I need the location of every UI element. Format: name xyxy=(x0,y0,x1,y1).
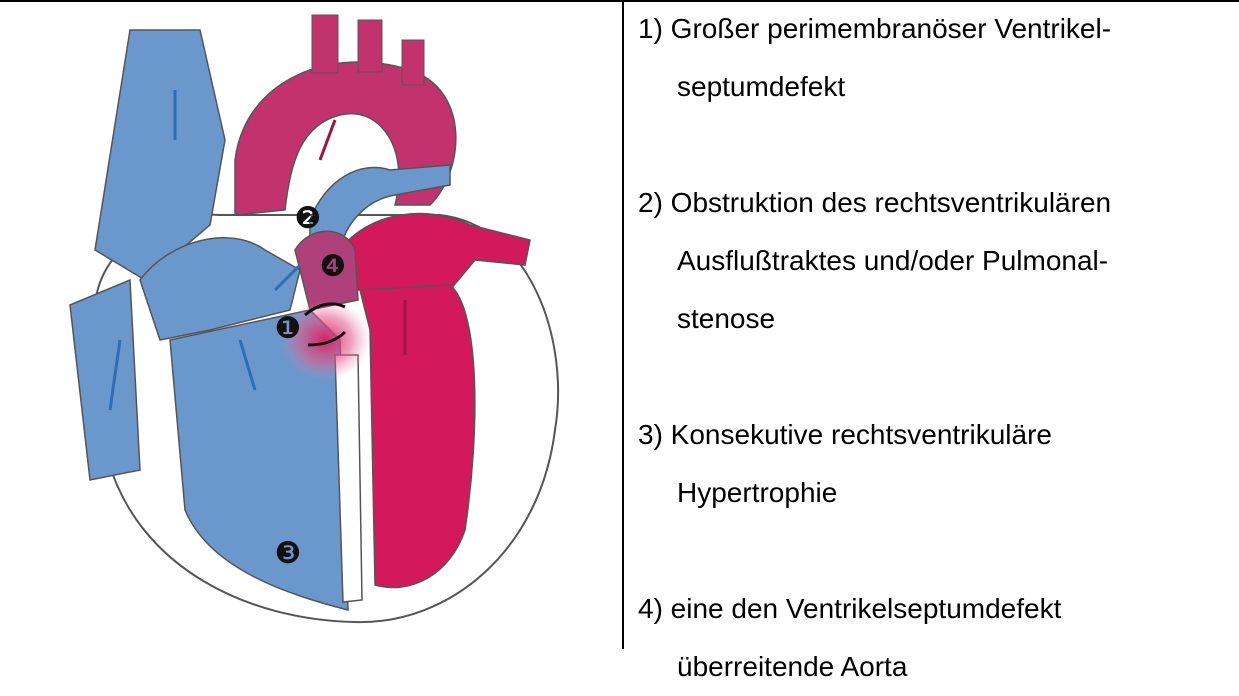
legend-line: 3) Konsekutive rechtsventrikuläre xyxy=(638,406,1233,464)
arch-vessel-1 xyxy=(312,15,338,73)
flow-arrow xyxy=(320,120,335,160)
arch-vessel-3 xyxy=(402,40,424,85)
legend-item-4: 4) eine den Ventrikelseptumdefekt überre… xyxy=(638,580,1233,696)
marker-3: ❸ xyxy=(275,536,302,571)
legend-line: überreitende Aorta xyxy=(638,638,1233,696)
legend-item-3: 3) Konsekutive rechtsventrikuläre Hypert… xyxy=(638,406,1233,522)
inferior-vena-cava xyxy=(70,280,140,480)
heart-diagram-svg: ❶ ❷ ❸ ❹ xyxy=(10,10,610,640)
heart-diagram: ❶ ❷ ❸ ❹ xyxy=(10,10,610,640)
legend-line: 4) eine den Ventrikelseptumdefekt xyxy=(638,580,1233,638)
legend: 1) Großer perimembranöser Ventrikel- sep… xyxy=(638,0,1233,696)
legend-line: Hypertrophie xyxy=(638,464,1233,522)
legend-line: Ausflußtraktes und/oder Pulmonal- xyxy=(638,232,1233,290)
marker-4: ❹ xyxy=(320,249,347,284)
legend-line: 2) Obstruktion des rechtsventrikulären xyxy=(638,174,1233,232)
left-ventricle xyxy=(360,285,475,588)
legend-line: septumdefekt xyxy=(638,58,1233,116)
arch-vessel-2 xyxy=(358,20,382,72)
legend-item-2: 2) Obstruktion des rechtsventrikulären A… xyxy=(638,174,1233,348)
marker-2: ❷ xyxy=(295,201,322,236)
marker-1: ❶ xyxy=(275,311,302,346)
legend-line: 1) Großer perimembranöser Ventrikel- xyxy=(638,0,1233,58)
legend-line: stenose xyxy=(638,290,1233,348)
legend-item-1: 1) Großer perimembranöser Ventrikel- sep… xyxy=(638,0,1233,116)
column-divider xyxy=(622,0,624,649)
